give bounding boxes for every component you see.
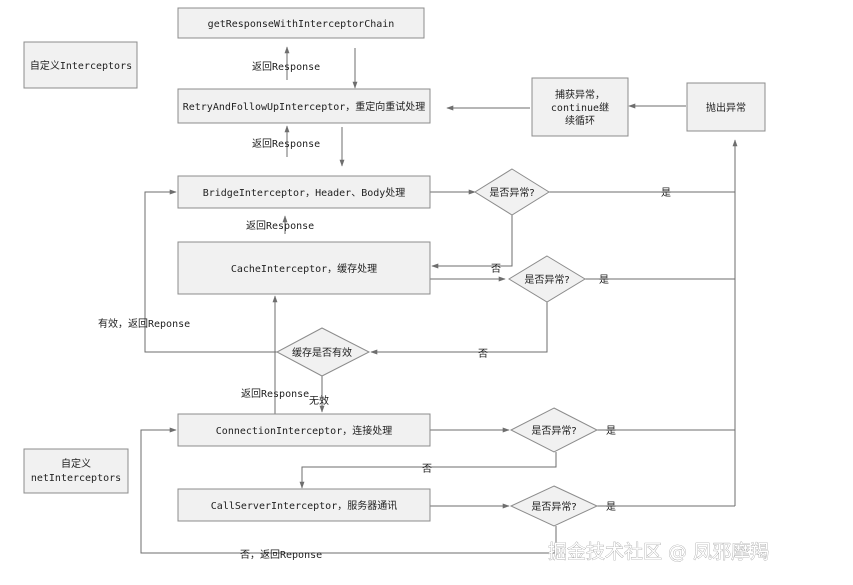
- node-cache-interceptor: CacheInterceptor，缓存处理: [177, 241, 431, 295]
- label-yes-4: 是: [606, 501, 616, 513]
- node-cache-label: CacheInterceptor，缓存处理: [231, 262, 377, 275]
- watermark: 掘金技术社区 @ 凤邪摩羯: [548, 541, 769, 563]
- label-return-response-1: 返回Response: [252, 61, 320, 73]
- connectors: [140, 46, 738, 554]
- catch-label-line3: 续循环: [565, 114, 595, 127]
- edge-connection-decision-no: [299, 452, 557, 489]
- node-bridge-interceptor: BridgeInterceptor，Header、Body处理: [177, 175, 431, 209]
- node-catch-exception: 捕获异常， continue继 续循环: [531, 77, 629, 137]
- decision-cache-exception: 是否异常?: [508, 255, 586, 303]
- custom-net-label-line2: netInterceptors: [31, 473, 121, 484]
- catch-label-line2: continue继: [551, 101, 609, 114]
- catch-label-line1: 捕获异常，: [555, 88, 605, 101]
- label-invalid: 无效: [309, 394, 329, 407]
- custom-net-label-line1: 自定义: [61, 457, 91, 470]
- node-call-server-interceptor: CallServerInterceptor，服务器通讯: [177, 488, 431, 522]
- label-yes-1: 是: [661, 187, 671, 199]
- label-valid-return: 有效，返回Reponse: [98, 317, 190, 330]
- decision-connection-exception: 是否异常?: [509, 407, 599, 453]
- node-bridge-label: BridgeInterceptor，Header、Body处理: [203, 187, 406, 199]
- decision-call-exception: 是否异常?: [509, 485, 599, 527]
- edge-cache-decision-no: [370, 302, 548, 355]
- node-get-response: getResponseWithInterceptorChain: [177, 7, 425, 39]
- edge-bridge-decision-no: [431, 215, 513, 269]
- node-retry-label: RetryAndFollowUpInterceptor，重定向重试处理: [183, 100, 426, 113]
- decision-cache-valid-label: 缓存是否有效: [292, 346, 352, 359]
- label-return-response-4: 返回Response: [241, 388, 309, 400]
- node-custom-net-interceptors: 自定义 netInterceptors: [23, 448, 129, 494]
- label-no-2: 否: [478, 348, 488, 360]
- node-custom-interceptors: 自定义Interceptors: [23, 41, 138, 89]
- decision-bridge-label: 是否异常?: [489, 186, 534, 199]
- node-connection-interceptor: ConnectionInterceptor，连接处理: [177, 413, 431, 447]
- label-yes-3: 是: [606, 425, 616, 437]
- label-return-response-3: 返回Response: [246, 220, 314, 232]
- decision-connection-label: 是否异常?: [531, 424, 576, 437]
- node-throw-exception: 抛出异常: [686, 82, 766, 132]
- node-call-server-label: CallServerInterceptor，服务器通讯: [211, 499, 397, 512]
- edge-call-decision-no: [140, 427, 557, 554]
- label-no-3: 否: [422, 463, 432, 475]
- throw-label: 抛出异常: [706, 101, 746, 114]
- node-connection-label: ConnectionInterceptor，连接处理: [216, 424, 392, 437]
- decision-cache-label: 是否异常?: [524, 273, 569, 286]
- label-yes-2: 是: [599, 274, 609, 286]
- node-get-response-label: getResponseWithInterceptorChain: [208, 19, 395, 30]
- label-return-response-2: 返回Response: [252, 138, 320, 150]
- edge-cache-valid-yes: [144, 189, 282, 353]
- custom-interceptors-label: 自定义Interceptors: [30, 59, 132, 72]
- decision-bridge-exception: 是否异常?: [474, 168, 550, 216]
- edge-labels: 返回Response 返回Response 返回Response 返回Respo…: [98, 61, 671, 561]
- decision-call-label: 是否异常?: [531, 500, 576, 513]
- label-no-1: 否: [491, 263, 501, 275]
- node-retry-interceptor: RetryAndFollowUpInterceptor，重定向重试处理: [177, 88, 431, 124]
- decision-cache-valid: 缓存是否有效: [275, 327, 371, 377]
- label-no-return: 否，返回Reponse: [240, 549, 322, 561]
